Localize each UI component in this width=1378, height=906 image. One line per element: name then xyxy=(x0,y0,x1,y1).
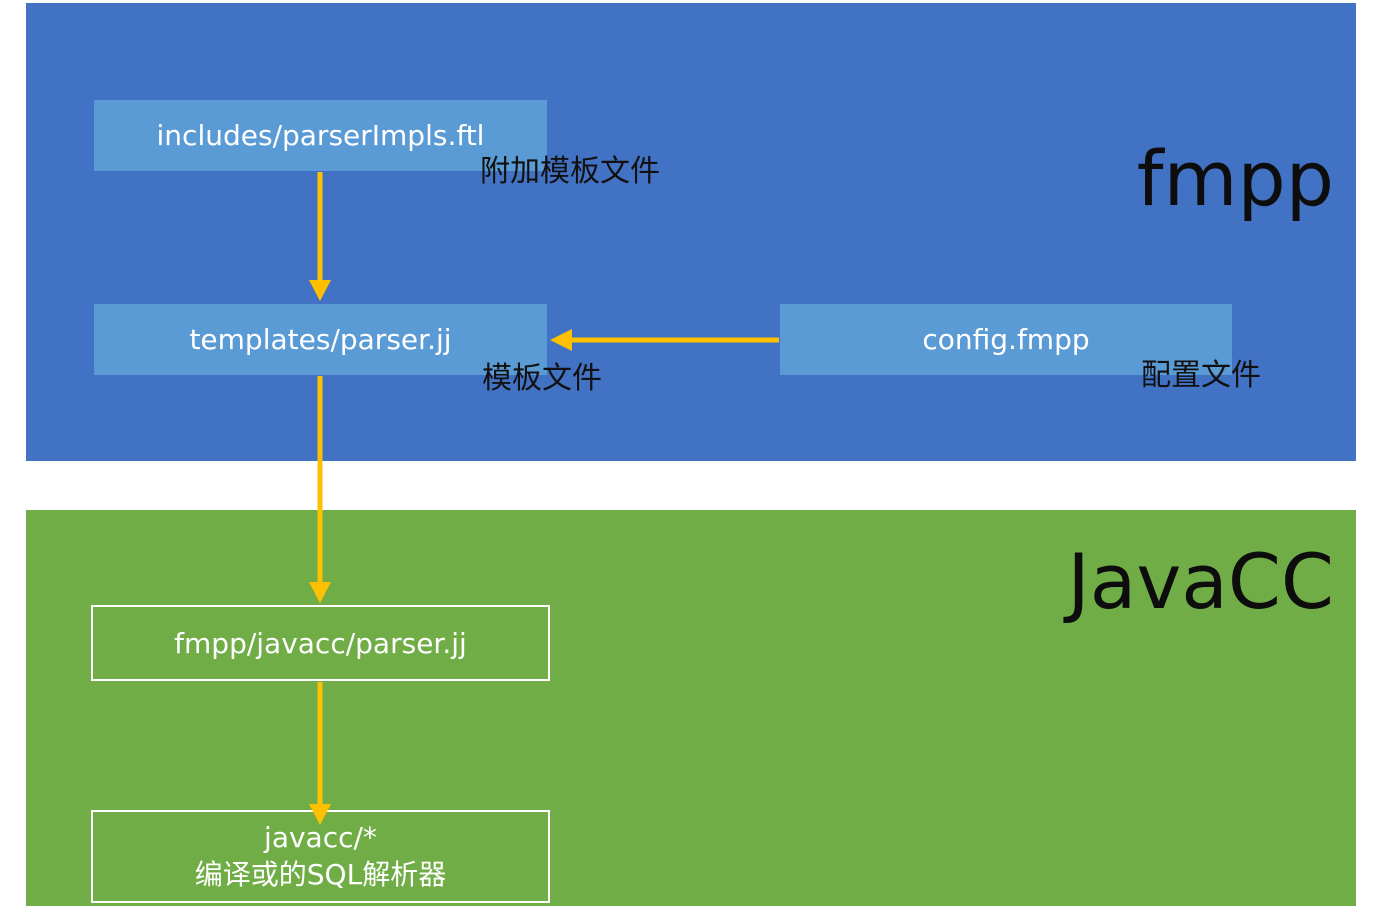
output-node-line2: 编译或的SQL解析器 xyxy=(194,857,447,891)
edge-includes-to-templates xyxy=(309,172,331,301)
generated-node: fmpp/javacc/parser.jj xyxy=(91,605,550,681)
config-node: config.fmpp xyxy=(780,304,1232,375)
includes-node: includes/parserImpls.ftl xyxy=(94,100,547,171)
fmpp-region: fmpp xyxy=(26,3,1356,461)
templates-node: templates/parser.jj xyxy=(94,304,547,375)
includes-note: 附加模板文件 xyxy=(480,154,660,189)
edge-templates-to-generated xyxy=(309,376,331,603)
edge-config-to-templates xyxy=(550,329,779,351)
output-node: javacc/* 编译或的SQL解析器 xyxy=(91,810,550,903)
output-node-line1: javacc/* xyxy=(264,821,377,855)
javacc-region: JavaCC xyxy=(26,510,1356,906)
edge-generated-to-output xyxy=(309,682,331,825)
config-note: 配置文件 xyxy=(1141,358,1261,393)
templates-note: 模板文件 xyxy=(482,361,602,396)
fmpp-region-title: fmpp xyxy=(1136,134,1334,223)
javacc-region-title: JavaCC xyxy=(1067,537,1334,626)
